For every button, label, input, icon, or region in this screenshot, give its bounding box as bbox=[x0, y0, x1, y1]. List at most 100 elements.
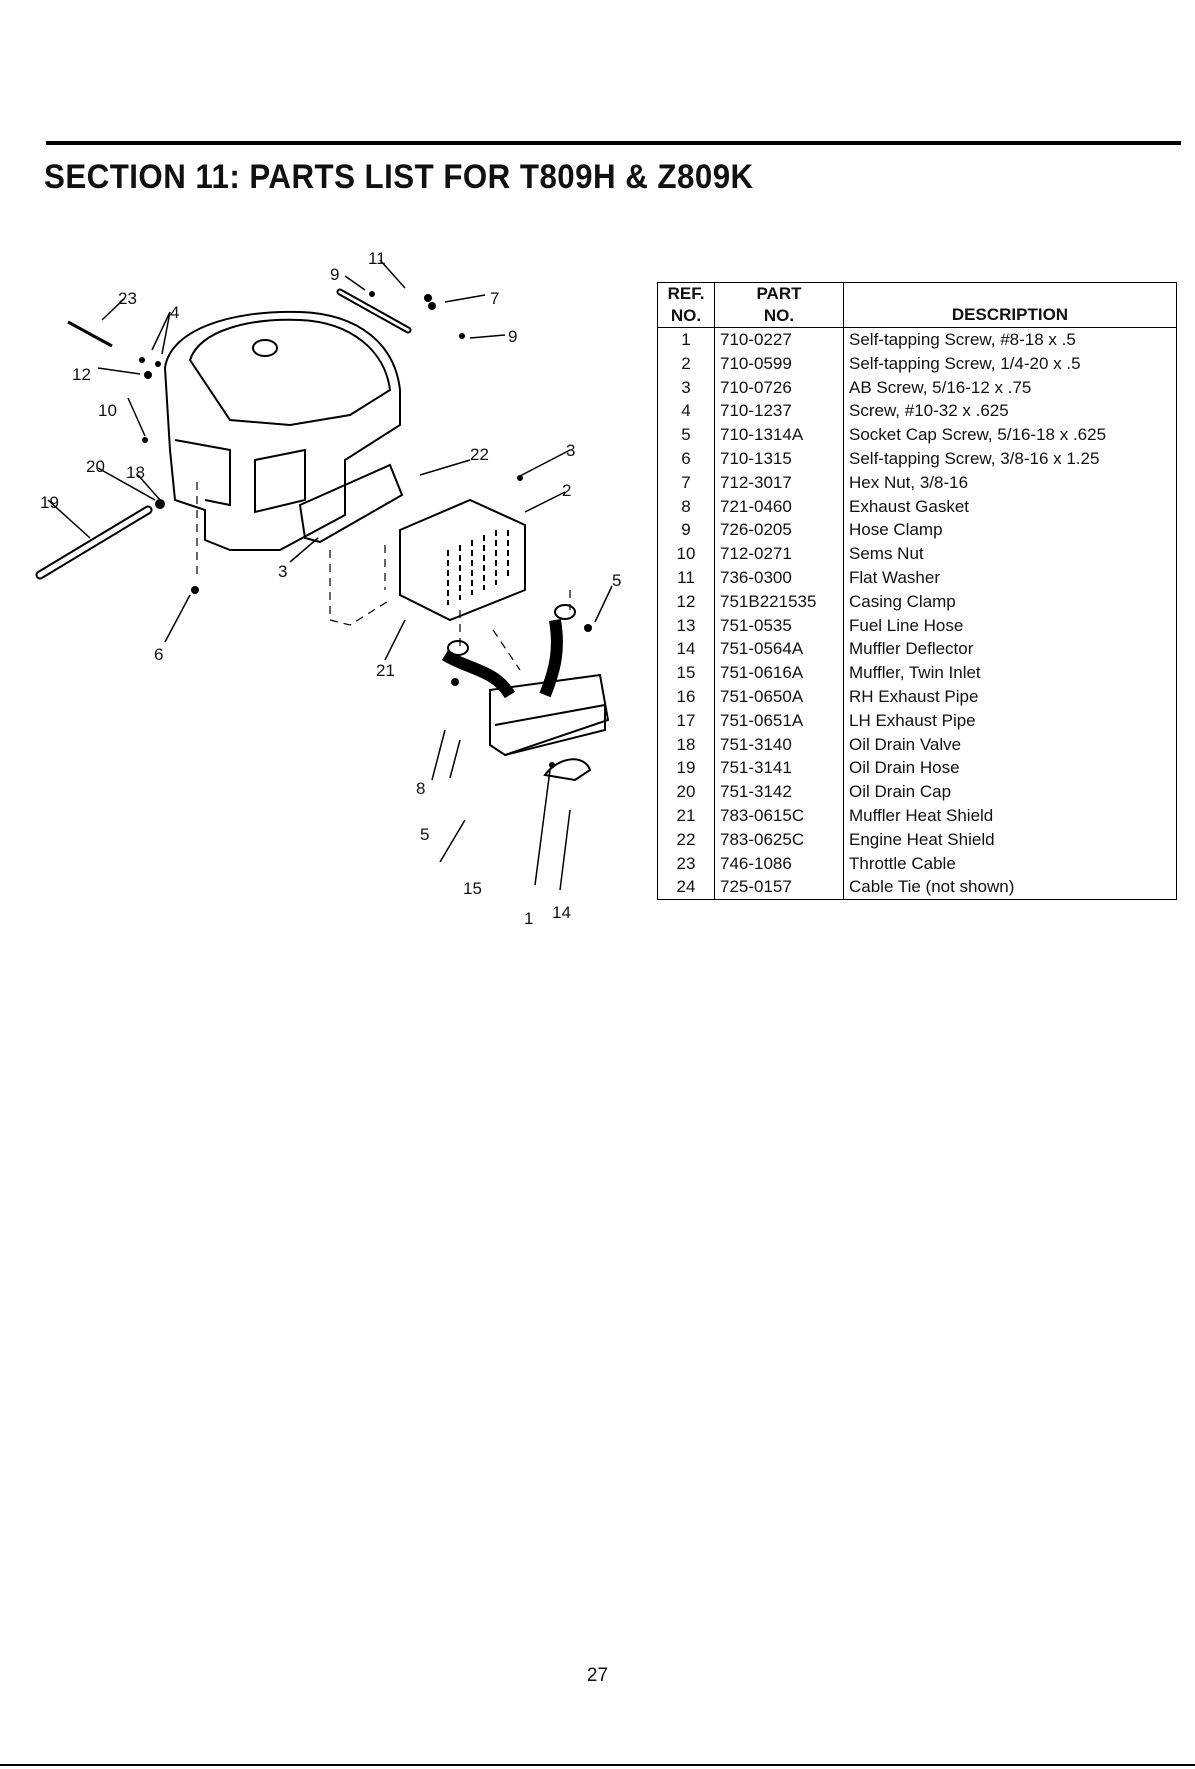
top-rule bbox=[46, 141, 1181, 145]
part-cell: 751B221535 bbox=[714, 589, 844, 614]
valve-18 bbox=[155, 499, 165, 509]
callout-label: 23 bbox=[118, 289, 137, 308]
page-number: 27 bbox=[586, 1665, 609, 1686]
desc-cell: Oil Drain Cap bbox=[843, 780, 1177, 804]
callout-label: 5 bbox=[420, 825, 429, 844]
part-cell: 746-1086 bbox=[714, 851, 844, 876]
part-cell: 712-0271 bbox=[714, 542, 844, 566]
engine-air-box bbox=[254, 448, 306, 514]
engine-lower-skirt bbox=[174, 439, 231, 507]
ref-cell: 1 bbox=[657, 327, 715, 352]
engine-blower-housing bbox=[188, 318, 392, 427]
callout-label: 4 bbox=[170, 303, 179, 322]
desc-cell: Hose Clamp bbox=[843, 518, 1177, 543]
col-description: DESCRIPTION bbox=[843, 282, 1177, 328]
ref-cell: 14 bbox=[657, 637, 715, 662]
bottom-rule bbox=[0, 1764, 1195, 1766]
screw-5b bbox=[584, 624, 592, 632]
desc-cell: LH Exhaust Pipe bbox=[843, 708, 1177, 733]
part-cell: 751-0616A bbox=[714, 661, 844, 685]
ref-cell: 22 bbox=[657, 827, 715, 852]
ref-cell: 10 bbox=[657, 542, 715, 566]
callout-label: 15 bbox=[463, 879, 482, 898]
desc-cell: Sems Nut bbox=[843, 542, 1177, 566]
ref-cell: 17 bbox=[657, 708, 715, 733]
muffler-deflector bbox=[543, 758, 592, 782]
callout-label: 9 bbox=[508, 327, 517, 346]
desc-cell: Oil Drain Hose bbox=[843, 756, 1177, 781]
ref-cell: 20 bbox=[657, 780, 715, 804]
engine-cap bbox=[252, 339, 278, 357]
part-cell: 710-1315 bbox=[714, 446, 844, 471]
callout-label: 21 bbox=[376, 661, 395, 680]
part-cell: 751-0564A bbox=[714, 637, 844, 662]
fuel-line-core bbox=[37, 507, 151, 578]
callout-label: 9 bbox=[330, 265, 339, 284]
part-cell: 725-0157 bbox=[714, 875, 844, 900]
part-cell: 751-3142 bbox=[714, 780, 844, 804]
part-cell: 710-0227 bbox=[714, 327, 844, 352]
desc-cell: Muffler Heat Shield bbox=[843, 803, 1177, 828]
callout-label: 1 bbox=[524, 909, 533, 928]
ref-cell: 24 bbox=[657, 875, 715, 900]
desc-cell: Socket Cap Screw, 5/16-18 x .625 bbox=[843, 423, 1177, 447]
throttle-cable bbox=[67, 320, 113, 348]
ref-cell: 9 bbox=[657, 518, 715, 543]
clamp-12 bbox=[144, 371, 152, 379]
screw-1 bbox=[549, 762, 555, 768]
desc-cell: Exhaust Gasket bbox=[843, 494, 1177, 519]
desc-cell: Muffler, Twin Inlet bbox=[843, 661, 1177, 685]
callout-label: 11 bbox=[368, 250, 386, 268]
col-part-line2: NO. bbox=[763, 306, 795, 325]
ref-cell: 6 bbox=[657, 446, 715, 471]
muffler-vent-lines bbox=[447, 530, 509, 605]
screw-3 bbox=[517, 475, 523, 481]
ref-cell: 16 bbox=[657, 684, 715, 709]
ref-cell: 8 bbox=[657, 494, 715, 519]
callout-label: 18 bbox=[126, 463, 145, 482]
nut-7 bbox=[428, 302, 436, 310]
clamp-9-right bbox=[459, 333, 465, 339]
callout-label: 20 bbox=[86, 457, 105, 476]
ref-cell: 13 bbox=[657, 613, 715, 638]
desc-cell: RH Exhaust Pipe bbox=[843, 684, 1177, 709]
callout-label: 5 bbox=[612, 571, 621, 590]
callout-label: 14 bbox=[552, 903, 571, 922]
part-cell: 751-0651A bbox=[714, 708, 844, 733]
callout-label: 6 bbox=[154, 645, 163, 664]
callout-label: 19 bbox=[40, 493, 59, 512]
ref-cell: 3 bbox=[657, 375, 715, 400]
part-cell: 751-3141 bbox=[714, 756, 844, 781]
screw-4a bbox=[139, 357, 145, 363]
callout-label: 3 bbox=[566, 441, 575, 460]
desc-cell: Flat Washer bbox=[843, 565, 1177, 590]
desc-cell: Self-tapping Screw, 1/4-20 x .5 bbox=[843, 351, 1177, 376]
gasket-right bbox=[554, 604, 576, 620]
top-hose-core bbox=[338, 290, 410, 332]
desc-cell: AB Screw, 5/16-12 x .75 bbox=[843, 375, 1177, 400]
desc-cell: Fuel Line Hose bbox=[843, 613, 1177, 638]
ref-cell: 11 bbox=[657, 565, 715, 590]
desc-cell: Self-tapping Screw, 3/8-16 x 1.25 bbox=[843, 446, 1177, 471]
part-cell: 751-0650A bbox=[714, 684, 844, 709]
part-cell: 710-1314A bbox=[714, 423, 844, 447]
